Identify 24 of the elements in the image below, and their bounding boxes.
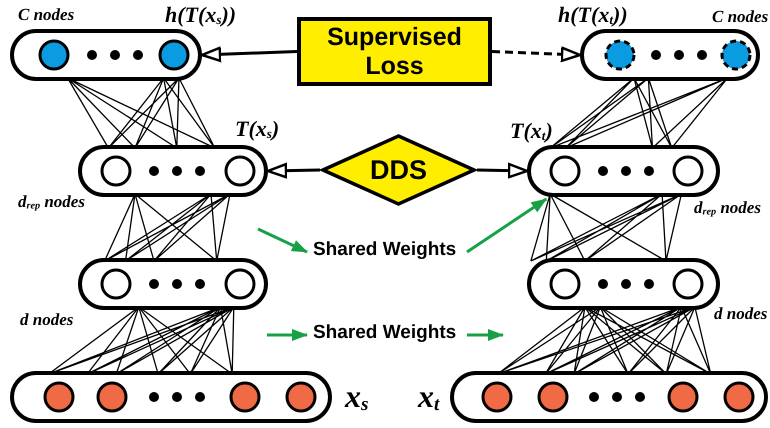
- loss-box: Supervised Loss: [297, 17, 492, 86]
- layer-label: d nodes: [20, 311, 74, 328]
- layer-label: T(x$_{s}$): [235, 118, 280, 140]
- arrow: [200, 46, 298, 62]
- arrow: [266, 162, 320, 178]
- node-label: Shared Weights: [313, 239, 456, 261]
- layer-label: d$_{rep}$ nodes: [694, 199, 761, 218]
- arrow: [466, 198, 548, 254]
- arrow: [257, 228, 308, 254]
- layer-label: d nodes: [714, 305, 768, 322]
- arrow: [476, 162, 528, 178]
- arrow: [267, 329, 308, 341]
- arrow: [492, 46, 582, 62]
- layer-label: x$_{s}$: [345, 380, 368, 414]
- arrow: [467, 329, 504, 341]
- layer-label: C nodes: [18, 6, 74, 23]
- decision-diamond: DDS: [320, 133, 477, 207]
- layer-label: h(T(x$_{t}$)): [558, 4, 628, 26]
- layer-label: C nodes: [712, 8, 768, 25]
- layer-label: T(x$_{t}$): [510, 120, 553, 142]
- layer-label: x$_{t}$: [418, 380, 440, 414]
- layer-label: h(T(x$_{s}$)): [165, 4, 236, 26]
- layer-label: d$_{rep}$ nodes: [18, 193, 85, 212]
- node-label: Shared Weights: [313, 322, 456, 344]
